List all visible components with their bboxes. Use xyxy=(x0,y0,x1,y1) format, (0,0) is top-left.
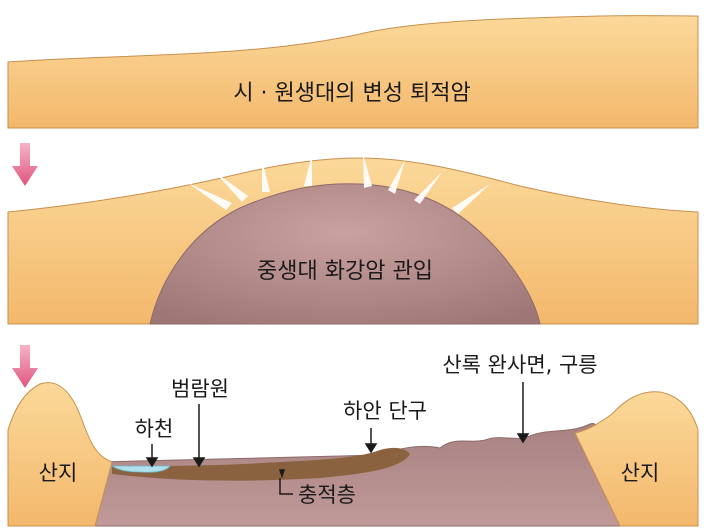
label-deposit-layer: 충적층 xyxy=(298,483,356,507)
label-river: 하천 xyxy=(135,417,174,441)
leader-lines xyxy=(145,382,530,495)
intrusion-cracks xyxy=(188,154,490,214)
mountain-left xyxy=(7,382,113,527)
down-arrow-icon xyxy=(12,143,38,186)
panel-1-sediment: 시 · 원생대의 변성 퇴적암 xyxy=(7,15,699,129)
down-arrow-icon xyxy=(12,345,38,388)
label-mountain-left: 산지 xyxy=(39,461,78,485)
label-mountain-right: 산지 xyxy=(621,461,660,485)
label-river-terrace: 하안 단구 xyxy=(343,399,427,423)
panel-2-intrusion: 중생대 화강암 관입 xyxy=(7,154,699,325)
river-water xyxy=(110,465,171,473)
sediment-layer xyxy=(7,15,699,129)
alluvium-deposit xyxy=(112,447,410,481)
label-pediment-hills: 산록 완사면, 구릉 xyxy=(442,353,597,377)
mountain-right xyxy=(574,391,699,527)
granite-body xyxy=(149,183,541,325)
panel-1-caption: 시 · 원생대의 변성 퇴적암 xyxy=(233,81,470,106)
panel-2-caption: 중생대 화강암 관입 xyxy=(257,259,433,284)
panel-3-basin: 산지 산지 하천 범람원 하안 단구 산록 완사면, 구릉 충적층 xyxy=(7,353,699,527)
label-floodplain: 범람원 xyxy=(171,377,229,401)
